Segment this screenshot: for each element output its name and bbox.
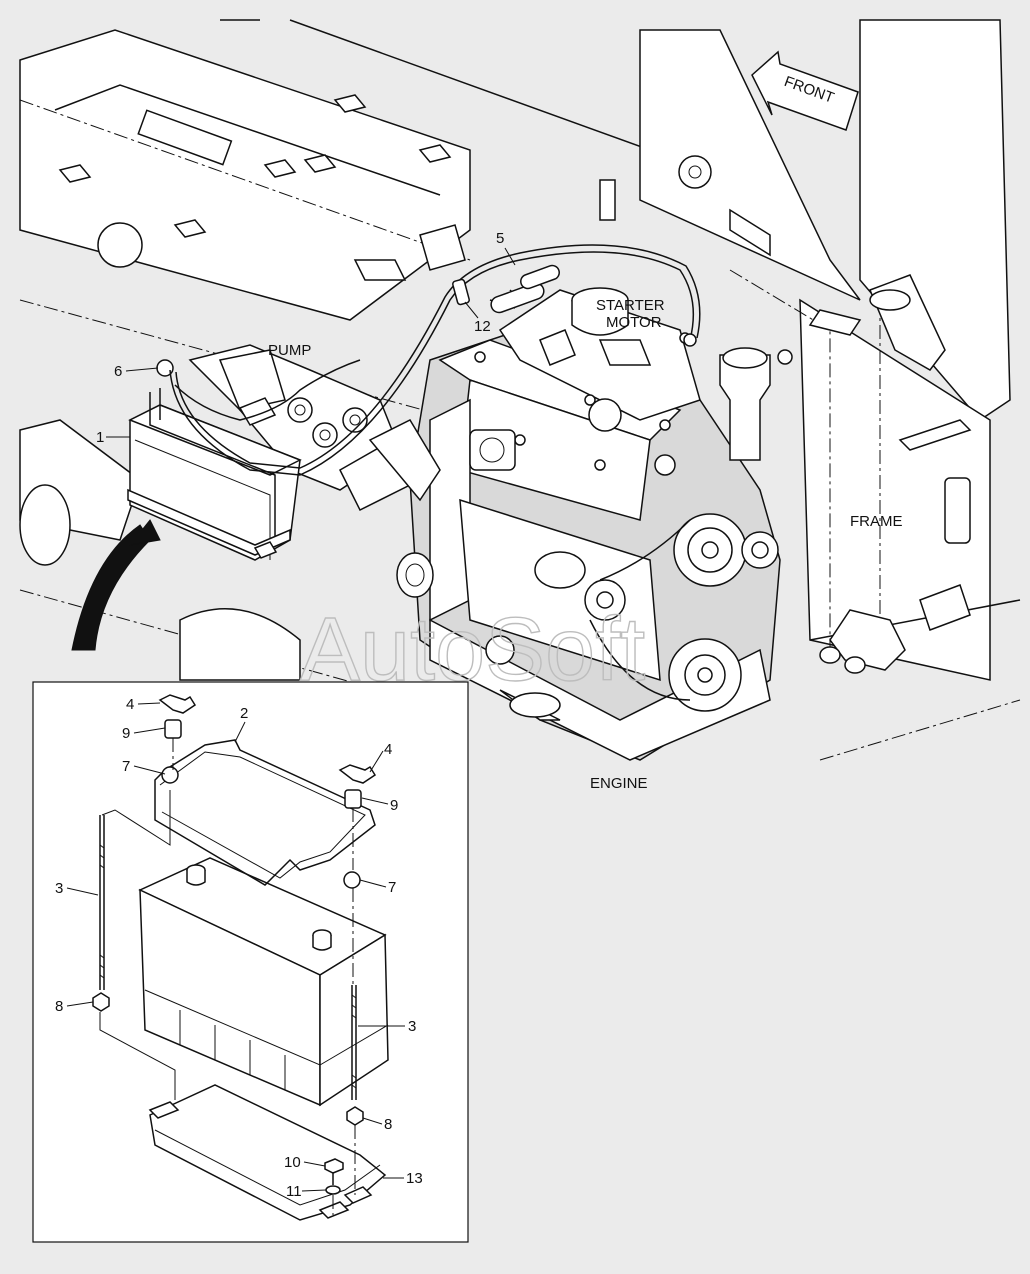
starter-label-line1: STARTER [596, 297, 665, 314]
callout-2: 2 [240, 705, 248, 722]
frame-label: FRAME [850, 513, 903, 530]
callout-13: 13 [406, 1170, 423, 1187]
callout-7-left: 7 [122, 758, 130, 775]
inset-detail-panel: 2 3 3 4 4 7 7 8 8 9 9 10 11 13 [32, 681, 469, 1243]
callout-3-left: 3 [55, 880, 63, 897]
callout-8-left: 8 [55, 998, 63, 1015]
hydraulic-pump [188, 344, 441, 512]
callout-6: 6 [114, 363, 122, 380]
callout-11: 11 [286, 1183, 302, 1200]
callout-4-right: 4 [384, 741, 392, 758]
callout-10: 10 [284, 1154, 301, 1171]
callout-9-left: 9 [122, 725, 130, 742]
pump-label: PUMP [268, 342, 311, 359]
callout-5: 5 [496, 230, 504, 247]
starter-label-line2: MOTOR [606, 314, 662, 331]
callout-12: 12 [474, 318, 491, 335]
engine [396, 264, 793, 761]
callout-4-top: 4 [126, 696, 134, 713]
callout-3-right: 3 [408, 1018, 416, 1035]
upper-view-labels: PUMP STARTER MOTOR FRAME ENGINE 1 5 6 12 [96, 230, 903, 792]
callout-1: 1 [96, 429, 104, 446]
front-direction-arrow: FRONT [751, 50, 859, 131]
detail-arrow [71, 519, 161, 651]
battery-cables [169, 244, 701, 476]
callout-8-right: 8 [384, 1116, 392, 1133]
machine-frame [19, 19, 1021, 761]
engine-label: ENGINE [590, 775, 648, 792]
callout-7-right: 7 [388, 879, 396, 896]
callout-9-right: 9 [390, 797, 398, 814]
